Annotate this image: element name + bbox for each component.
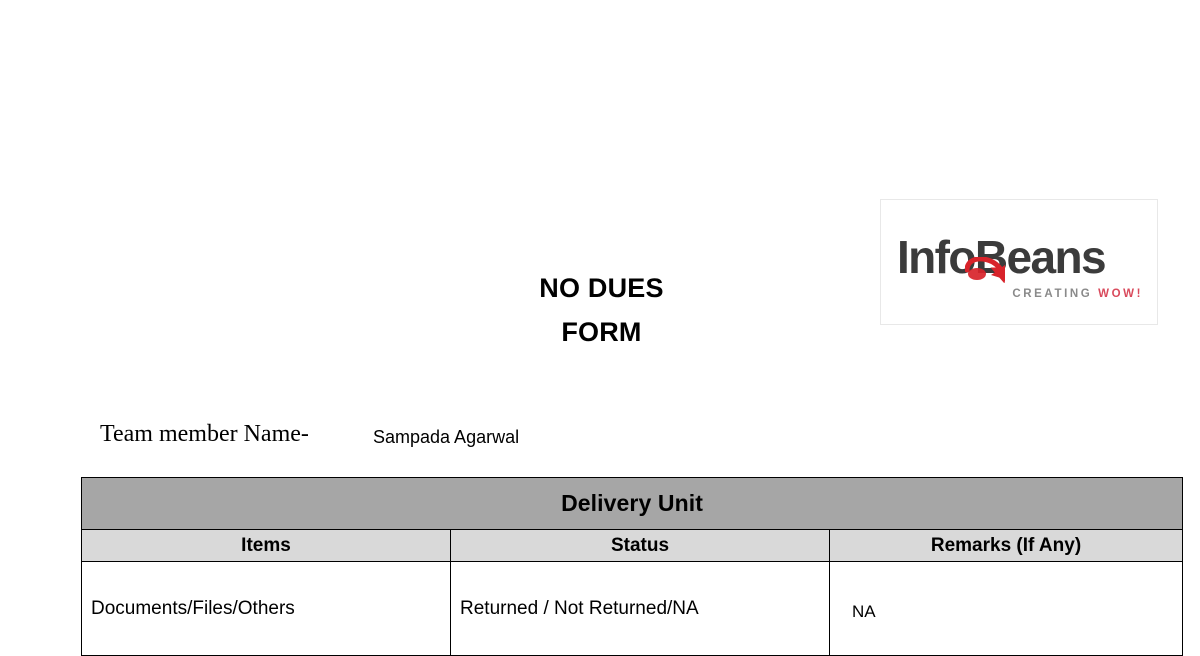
page-title-line-1: NO DUES (539, 273, 664, 303)
team-member-row: Team member Name- Sampada Agarwal (100, 418, 1000, 454)
logo-wordmark: InfoBeans (897, 231, 1107, 283)
column-header-items: Items (81, 529, 451, 562)
logo-tagline-accent: WOW! (1098, 288, 1143, 300)
column-header-remarks: Remarks (If Any) (828, 529, 1184, 562)
page-title: NO DUES FORM (0, 266, 1200, 354)
no-dues-table: Delivery Unit Items Status Remarks (If A… (80, 477, 1184, 656)
cell-items: Documents/Files/Others (81, 561, 451, 656)
cell-remarks: NA (828, 561, 1184, 656)
logo-tagline: CREATING WOW! (1012, 288, 1143, 300)
team-member-name-value: Sampada Agarwal (373, 427, 520, 447)
column-header-status: Status (450, 529, 830, 562)
team-member-label: Team member Name- (100, 421, 309, 447)
table-section-header-row: Delivery Unit (80, 477, 1184, 530)
table-section-title: Delivery Unit (80, 477, 1184, 530)
company-logo: InfoBeans CREATING WOW! (880, 199, 1158, 325)
logo-inner: InfoBeans CREATING WOW! (897, 232, 1143, 310)
page-title-line-2: FORM (561, 317, 642, 347)
table-row: Documents/Files/Others Returned / Not Re… (81, 561, 1184, 656)
cell-status: Returned / Not Returned/NA (450, 561, 830, 656)
table-column-header-row: Items Status Remarks (If Any) (81, 529, 1184, 562)
logo-tagline-prefix: CREATING (1012, 288, 1099, 300)
